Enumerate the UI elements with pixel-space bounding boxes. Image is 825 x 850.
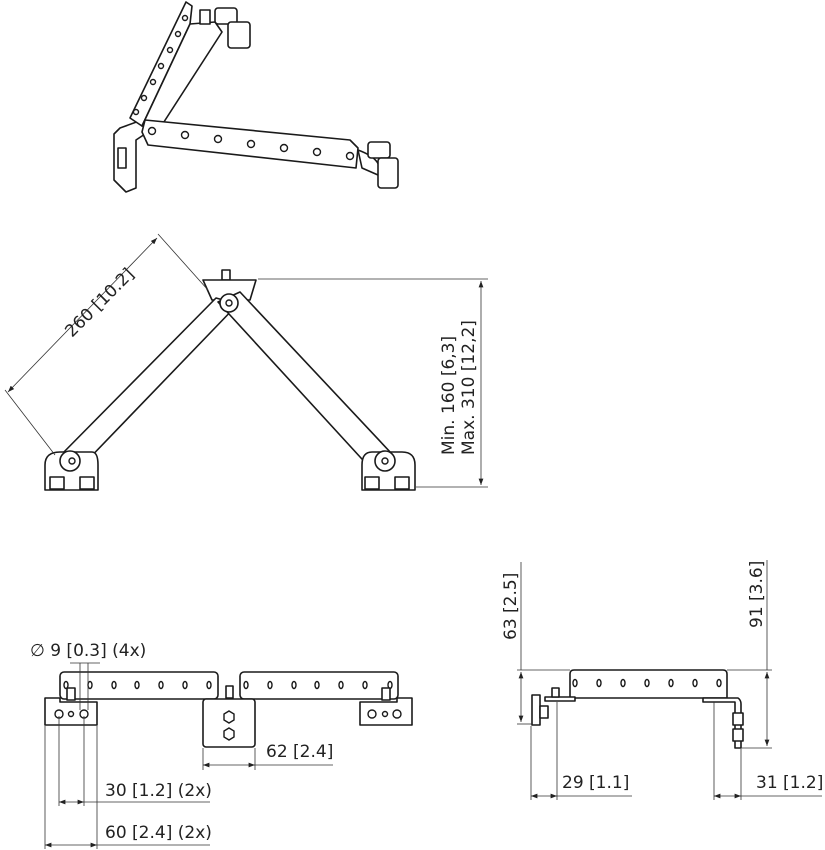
side-view: 63 [2.5] 91 [3.6] 29 [1.1] 31 [1.2]: [501, 560, 823, 800]
left-foot-pad: [49, 476, 65, 490]
arm-length-label: 260 [10.2]: [61, 264, 138, 341]
left-offset-label: 29 [1.1]: [562, 773, 629, 793]
plate-width-label: 62 [2.4]: [266, 742, 333, 762]
hole-spacing-label: 30 [1.2] (2x): [105, 781, 212, 801]
height-max-label: Max. 310 [12,2]: [459, 320, 479, 455]
lower-arm-holes: [147, 126, 355, 161]
top-view: 260 [10.2] Min. 160 [6,3] Max. 310 [12,2…: [4, 233, 488, 491]
right-height-label: 91 [3.6]: [747, 561, 767, 628]
lower-clamps: [357, 141, 399, 189]
hex-nut: [223, 727, 235, 741]
hole-diameter-label: ∅ 9 [0.3] (4x): [30, 641, 146, 661]
arm-length-dimension: [7, 237, 158, 393]
center-bolt: [221, 269, 231, 281]
upper-arm-holes: [132, 14, 189, 116]
foot-width-label: 60 [2.4] (2x): [105, 823, 212, 843]
bar-holes: [63, 680, 393, 690]
left-flange: [531, 694, 541, 726]
upper-clamps: [199, 7, 251, 49]
isometric-view: [113, 1, 399, 193]
side-bar-holes: [572, 678, 722, 688]
hex-nut: [223, 710, 235, 724]
right-arm: [217, 291, 393, 471]
bracket-slot: [117, 147, 127, 169]
height-min-label: Min. 160 [6,3]: [439, 336, 459, 455]
front-view: ∅ 9 [0.3] (4x) 30 [1.2] (2x) 60 [2.4] (2…: [30, 641, 413, 849]
right-offset-label: 31 [1.2]: [756, 773, 823, 793]
left-height-label: 63 [2.5]: [501, 573, 521, 640]
